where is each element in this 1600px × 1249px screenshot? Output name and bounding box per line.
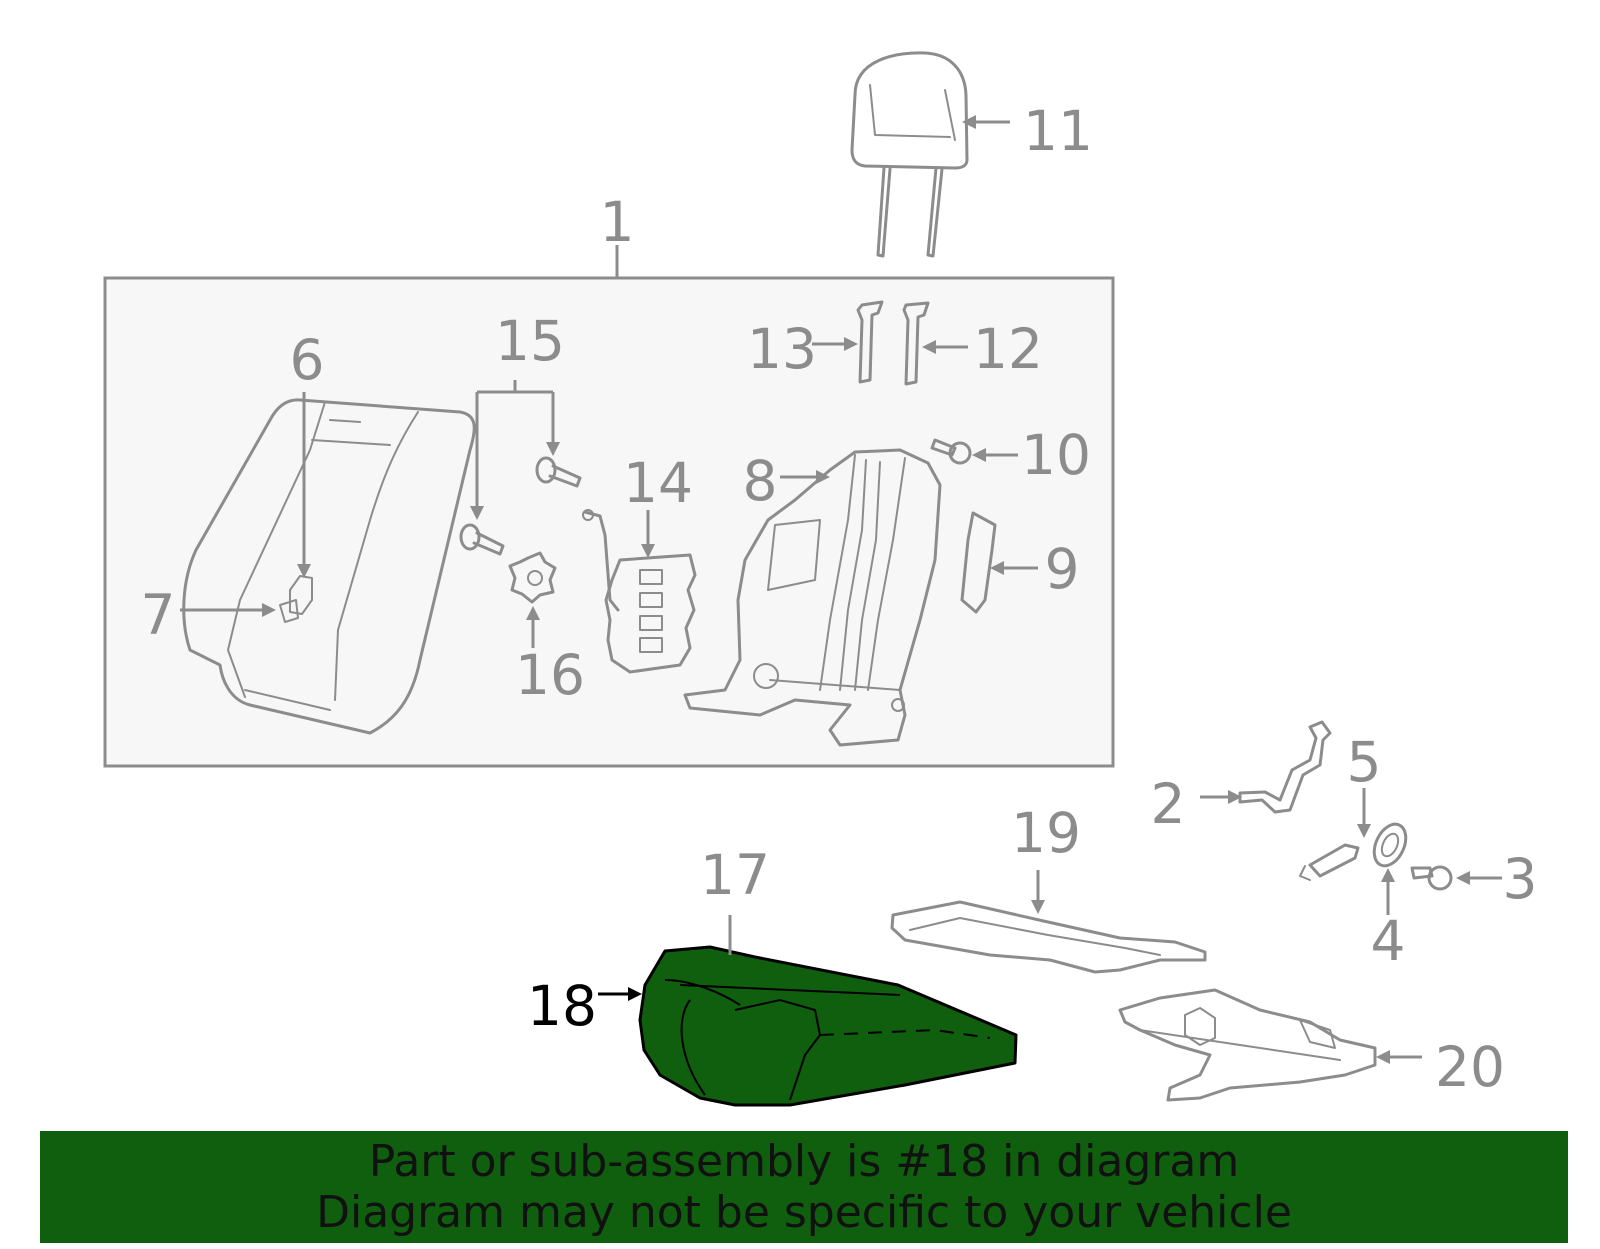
callout-17: 17 xyxy=(700,843,770,907)
side-trim-panel[interactable] xyxy=(960,511,997,614)
callout-13: 13 xyxy=(747,317,817,381)
callout-4: 4 xyxy=(1371,909,1406,973)
callout-16: 16 xyxy=(515,643,585,707)
callout-10: 10 xyxy=(1021,423,1091,487)
callout-8: 8 xyxy=(743,449,778,513)
callout-2: 2 xyxy=(1151,772,1186,836)
pin[interactable] xyxy=(1410,865,1453,891)
seat-back-cover[interactable] xyxy=(182,398,476,735)
callout-9: 9 xyxy=(1045,537,1080,601)
callout-15: 15 xyxy=(495,309,565,373)
callout-11: 11 xyxy=(1023,99,1093,163)
frame-bolt[interactable] xyxy=(930,438,972,465)
banner-line-disclaimer: Diagram may not be specific to your vehi… xyxy=(316,1187,1292,1238)
seat-cushion-pad-highlighted[interactable] xyxy=(638,945,1018,1107)
washer[interactable] xyxy=(1368,819,1412,871)
callout-18: 18 xyxy=(527,974,597,1038)
bolt-lower[interactable] xyxy=(459,523,505,556)
callout-1: 1 xyxy=(600,190,635,254)
nut[interactable] xyxy=(508,551,557,604)
callout-5: 5 xyxy=(1347,730,1382,794)
callout-20: 20 xyxy=(1435,1035,1505,1099)
lumbar-support[interactable] xyxy=(582,509,697,674)
seat-back-assembly-box xyxy=(103,276,1115,768)
callout-6: 6 xyxy=(290,328,325,392)
callout-3: 3 xyxy=(1503,847,1538,911)
callout-19: 19 xyxy=(1011,801,1081,865)
harness-wire[interactable] xyxy=(1238,720,1332,814)
seat-cushion-pan[interactable] xyxy=(890,900,1207,974)
headrest-guide-right[interactable] xyxy=(902,301,930,386)
seat-adjuster[interactable] xyxy=(1118,988,1377,1102)
banner-line-part: Part or sub-assembly is #18 in diagram xyxy=(368,1136,1240,1187)
headrest[interactable] xyxy=(850,51,969,258)
callout-7: 7 xyxy=(141,583,176,647)
info-banner: Part or sub-assembly is #18 in diagram D… xyxy=(40,1131,1568,1243)
callout-14: 14 xyxy=(623,451,693,515)
spring-link[interactable] xyxy=(1299,843,1360,881)
bolt-upper[interactable] xyxy=(535,456,582,488)
seat-back-frame[interactable] xyxy=(683,448,942,747)
headrest-guide-left[interactable] xyxy=(856,300,884,384)
callout-12: 12 xyxy=(973,317,1043,381)
